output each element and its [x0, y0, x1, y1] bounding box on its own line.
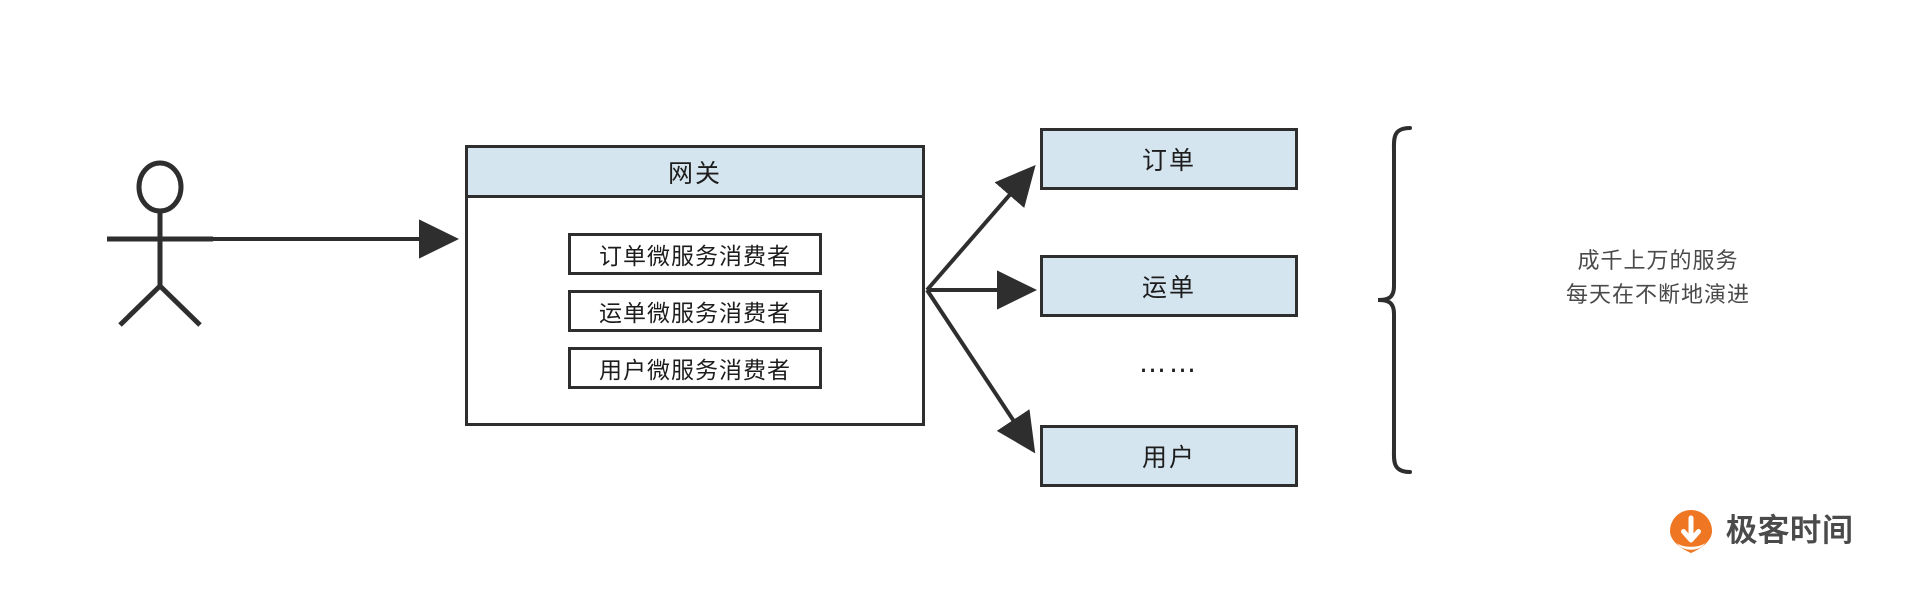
services-grouping-brace [1377, 126, 1412, 474]
service-box-waybill[interactable]: 运单 [1040, 255, 1298, 317]
consumer-box-order[interactable]: 订单微服务消费者 [568, 232, 822, 275]
services-caption: 成千上万的服务 每天在不断地演进 [1528, 245, 1788, 313]
geektime-logo: 极客时间 [1668, 508, 1854, 554]
consumer-box-waybill[interactable]: 运单微服务消费者 [568, 289, 822, 332]
user-actor [107, 160, 213, 327]
caption-line-1: 成千上万的服务 [1577, 249, 1739, 274]
services-ellipsis: …… [1139, 348, 1199, 379]
gateway-title: 网关 [468, 148, 922, 198]
service-box-order[interactable]: 订单 [1040, 128, 1298, 190]
arrow-actor-to-gateway [204, 219, 459, 259]
service-box-user[interactable]: 用户 [1040, 425, 1298, 487]
caption-line-2: 每天在不断地演进 [1565, 283, 1750, 308]
gateway-container[interactable]: 网关 订单微服务消费者 运单微服务消费者 用户微服务消费者 [465, 145, 925, 426]
geektime-logo-text: 极客时间 [1726, 512, 1854, 549]
consumer-list: 订单微服务消费者 运单微服务消费者 用户微服务消费者 [468, 198, 922, 423]
arrows-gateway-to-services [925, 164, 1037, 454]
consumer-box-user[interactable]: 用户微服务消费者 [568, 346, 822, 389]
geektime-pin-icon [1668, 508, 1714, 554]
